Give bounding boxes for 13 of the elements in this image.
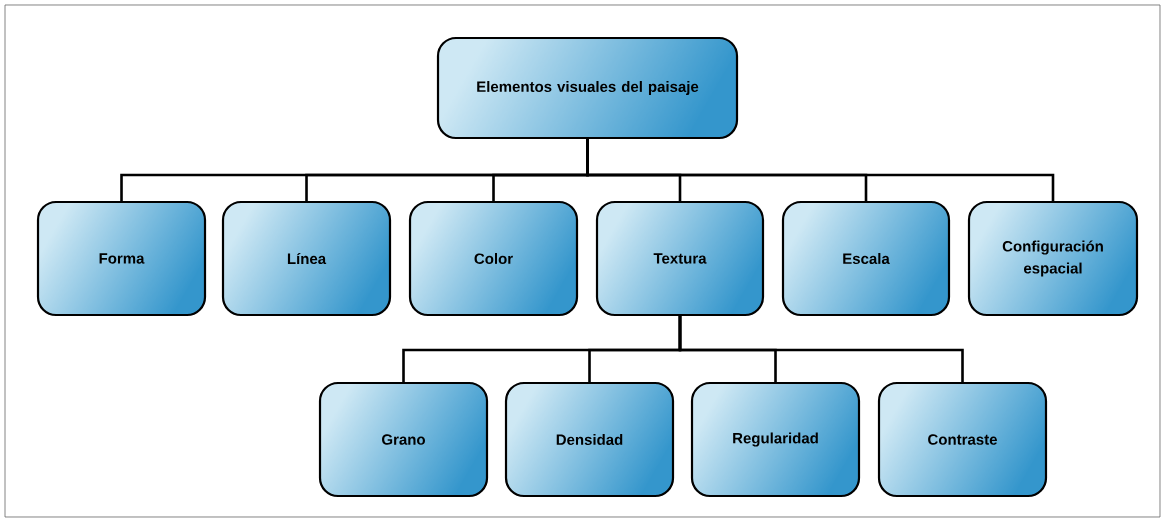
- rounded-box: Densidad: [504, 381, 675, 498]
- rounded-box: Color: [408, 200, 579, 317]
- rounded-box: Grano: [318, 381, 489, 498]
- rounded-box: Configuración espacial: [967, 200, 1139, 317]
- rounded-box: Elementos visuales del paisaje: [436, 36, 739, 140]
- rounded-box: Contraste: [877, 381, 1048, 498]
- rounded-box: Textura: [595, 200, 765, 317]
- connector-line: [586, 139, 1055, 201]
- rounded-box: Escala: [781, 200, 951, 317]
- rounded-box: Regularidad: [690, 381, 861, 498]
- connector-line: [678, 316, 964, 382]
- rounded-box: Línea: [221, 200, 392, 317]
- rounded-box: Forma: [36, 200, 207, 317]
